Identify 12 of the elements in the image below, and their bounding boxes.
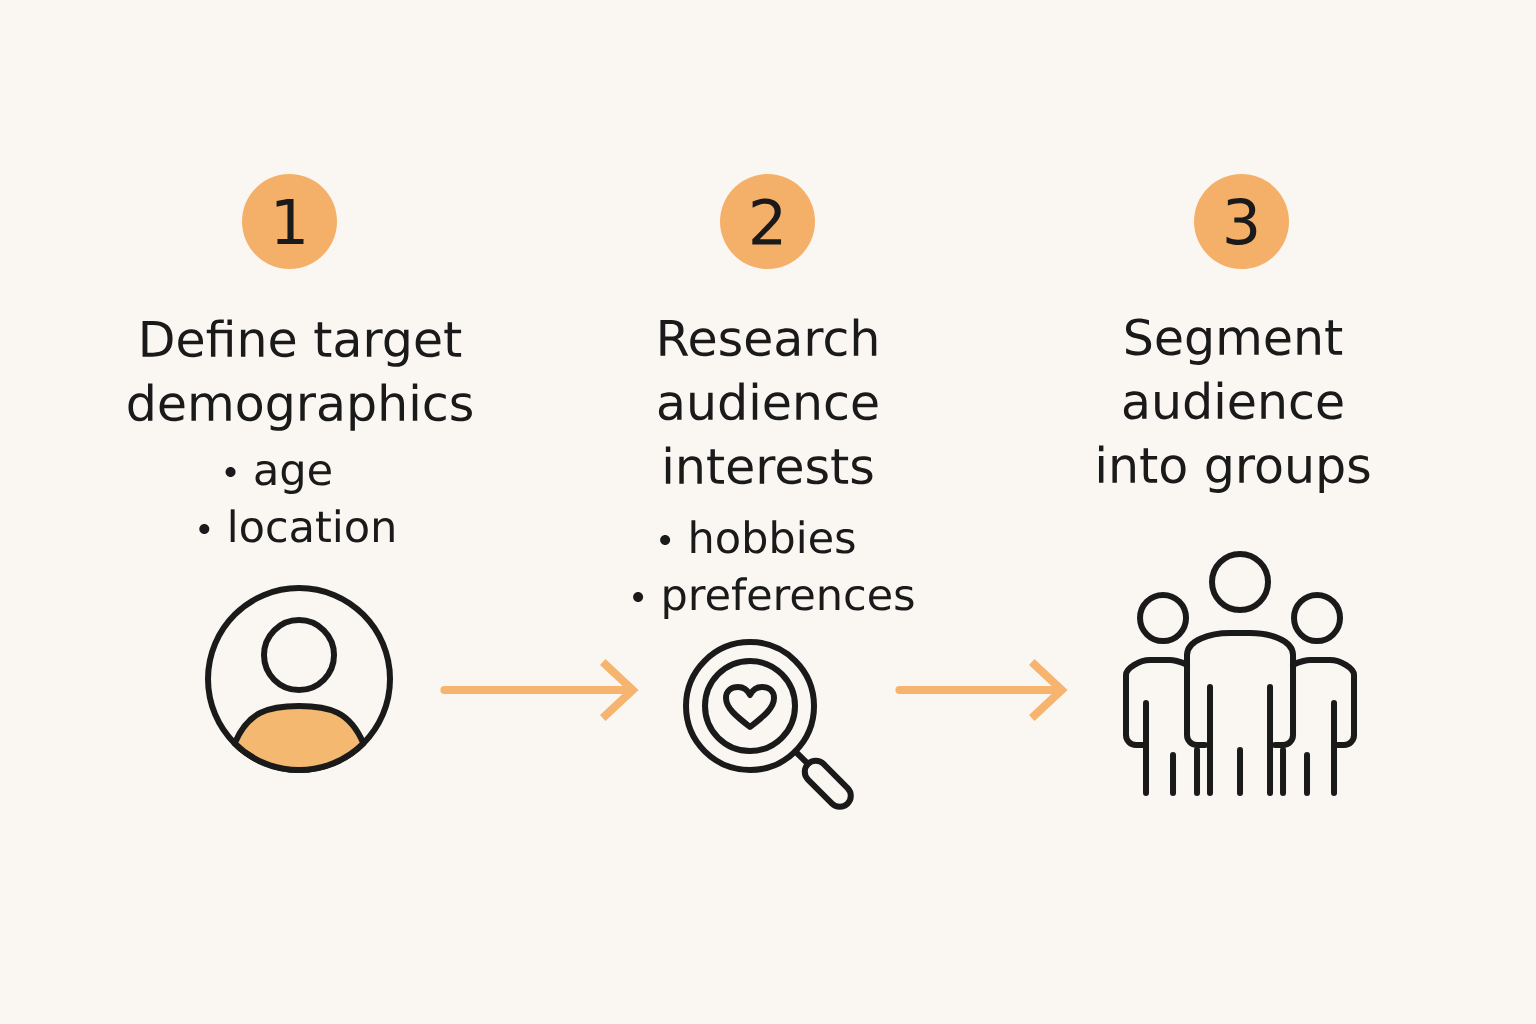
magnifier-icon (683, 639, 854, 810)
person-icon (205, 585, 393, 773)
arrow (895, 659, 1068, 721)
people-icon (1123, 551, 1357, 796)
list-item: age (255, 460, 331, 494)
list-item: location (230, 509, 394, 543)
list-item: preferences (664, 577, 914, 619)
step-heading: Define target demographics (128, 319, 472, 431)
step-heading: Research audience interests (658, 318, 878, 485)
list-item: hobbies (691, 520, 855, 554)
arrow (440, 659, 639, 721)
step-heading: Segment audience into groups (1099, 318, 1370, 493)
